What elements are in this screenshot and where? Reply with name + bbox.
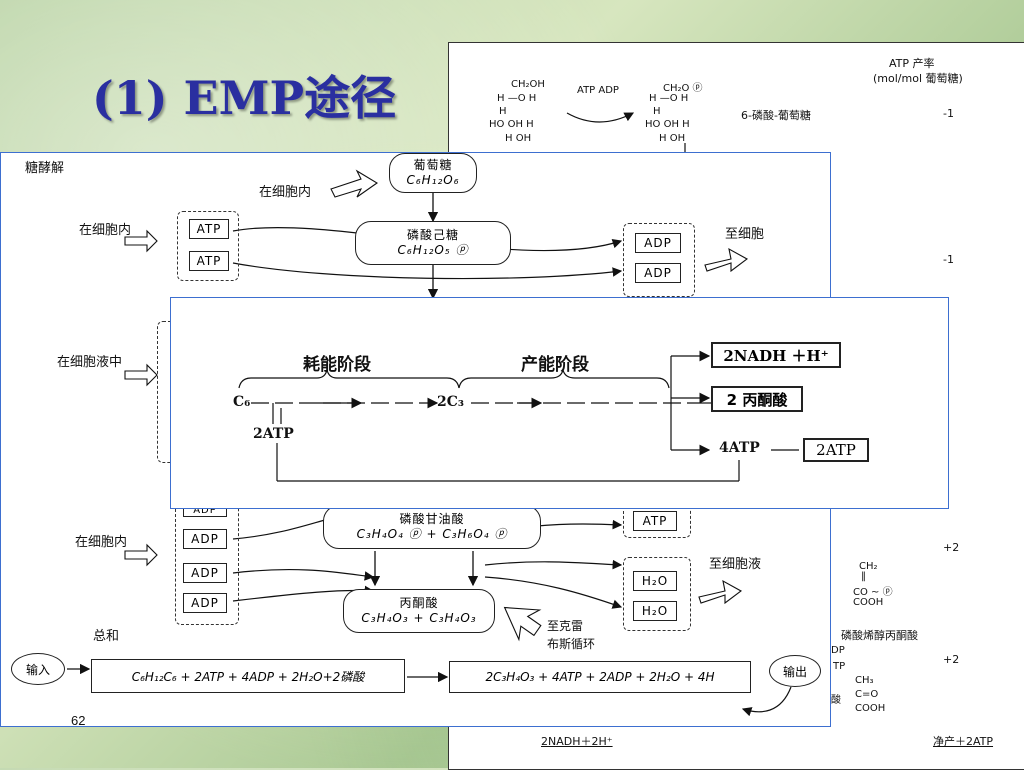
atp-adp-enzyme-label: ATP ADP [577, 85, 619, 96]
emp-summary-panel: 耗能阶段 产能阶段 C₆ 2C₃ 2ATP 2NADH ＋H⁺ 2 丙酮酸 4A… [170, 297, 949, 509]
pep-structure: CH₂ [859, 561, 878, 572]
input-oval: 输入 [11, 653, 65, 685]
adp-box: ADP [183, 529, 227, 549]
pyruvate-structure: CH₃ [855, 675, 874, 686]
adp-box: ADP [183, 563, 227, 583]
pep-name: 磷酸烯醇丙酮酸 [841, 629, 918, 642]
pga-formula: C₃H₄O₄ ⓟ + C₃H₆O₄ ⓟ [356, 527, 508, 541]
g6p-structure-row: H —O H [649, 93, 689, 104]
adp-box: ADP [635, 233, 681, 253]
to-krebs-label: 至克雷 [547, 619, 584, 633]
pyruvate-node: 丙酮酸 C₃H₄O₃ + C₃H₄O₃ [343, 589, 495, 633]
atp-output-label: 4ATP [719, 440, 760, 456]
pyruvate-name: 丙酮酸 [399, 596, 439, 610]
pyruvate-product-box: 2 丙酮酸 [711, 386, 803, 412]
h2o-box: H₂O [633, 601, 677, 621]
bottom-nadh: 2NADH＋2H⁺ [541, 735, 613, 748]
stage-consume-label: 耗能阶段 [303, 355, 371, 375]
hexose-formula: C₆H₁₂O₅ ⓟ [397, 243, 469, 257]
in-cell-label: 在细胞内 [75, 535, 128, 550]
pep-structure: COOH [853, 597, 884, 608]
total-label: 总和 [93, 629, 120, 644]
glucose-node: 葡萄糖 C₆H₁₂O₆ [389, 153, 477, 193]
page-number: 62 [71, 713, 86, 728]
adp-output-group [623, 223, 695, 297]
hexose-name: 磷酸己糖 [406, 228, 459, 242]
yield-value: -1 [943, 107, 954, 120]
phosphoglycerate-node: 磷酸甘油酸 C₃H₄O₄ ⓟ + C₃H₆O₄ ⓟ [323, 505, 541, 549]
in-cytosol-label: 在细胞液中 [57, 355, 123, 370]
dp-label: DP [831, 645, 845, 656]
pep-structure: ‖ [861, 571, 866, 582]
stage-produce-label: 产能阶段 [521, 355, 589, 375]
pep-structure: CO ~ ⓟ [853, 587, 893, 598]
pyruvate-formula: C₃H₄O₃ + C₃H₄O₃ [361, 611, 477, 625]
g6p-structure-row: HO OH H [645, 119, 690, 130]
slide-title: (1) EMP途径 [92, 71, 397, 125]
glycolysis-flow-arrows [67, 169, 792, 717]
h2o-output-group [623, 557, 691, 631]
glucose-name: 葡萄糖 [413, 158, 453, 172]
glucose-structure-row: HO OH H [489, 119, 534, 130]
output-equation: 2C₃H₄O₃ + 4ATP + 2ADP + 2H₂O + 4H [449, 661, 751, 693]
input-equation: C₆H₁₂C₆ + 2ATP + 4ADP + 2H₂O+2磷酸 [91, 659, 405, 693]
atp-input-label: 2ATP [253, 426, 294, 442]
summary-arrows [238, 350, 799, 482]
atp-yield-unit: (mol/mol 葡萄糖) [873, 72, 963, 85]
adp-box: ADP [635, 263, 681, 283]
in-cell-label: 在细胞内 [259, 185, 312, 200]
yield-value: +2 [943, 653, 960, 666]
to-cell-label: 至细胞 [725, 227, 765, 242]
atp-box: ATP [189, 251, 229, 271]
g6p-structure-top: CH₂O ⓟ [663, 83, 703, 94]
in-cell-label: 在细胞内 [79, 223, 132, 238]
yield-value: +2 [943, 541, 960, 554]
g6p-structure-row: H [653, 106, 661, 117]
suan-label: 酸 [831, 695, 841, 706]
c6-label: C₆ [233, 394, 251, 410]
pga-name: 磷酸甘油酸 [399, 512, 465, 526]
glucose-structure-row: H —O H [497, 93, 537, 104]
glucose-structure-top: CH₂OH [511, 79, 545, 90]
yield-value: -1 [943, 253, 954, 266]
h2o-box: H₂O [633, 571, 677, 591]
net-atp-box: 2ATP [803, 438, 869, 462]
adp-box: ADP [183, 593, 227, 613]
atp-yield-header: ATP 产率 [889, 57, 935, 70]
glucose-structure-row: H OH [505, 133, 532, 144]
glucose-structure-row: H [499, 106, 507, 117]
product-g6p-name: 6-磷酸-葡萄糖 [741, 109, 811, 122]
to-krebs-label: 布斯循环 [547, 637, 596, 651]
atp-input-group [177, 211, 239, 281]
glucose-formula: C₆H₁₂O₆ [406, 173, 460, 187]
atp-output-group [623, 501, 691, 538]
to-cytosol-label: 至细胞液 [709, 557, 762, 572]
pyruvate-structure: COOH [855, 703, 886, 714]
hexose-phosphate-node: 磷酸己糖 C₆H₁₂O₅ ⓟ [355, 221, 511, 265]
c3-label: 2C₃ [437, 394, 465, 410]
bottom-net-atp: 净产＋2ATP [933, 735, 994, 748]
atp-box: ATP [189, 219, 229, 239]
nadh-product-box: 2NADH ＋H⁺ [711, 342, 841, 368]
glycolysis-header: 糖酵解 [25, 161, 65, 176]
output-oval: 输出 [769, 655, 821, 687]
tp-label: TP [833, 661, 846, 672]
pyruvate-structure: C=O [855, 689, 879, 700]
atp-box: ATP [633, 511, 677, 531]
g6p-structure-row: H OH [659, 133, 686, 144]
